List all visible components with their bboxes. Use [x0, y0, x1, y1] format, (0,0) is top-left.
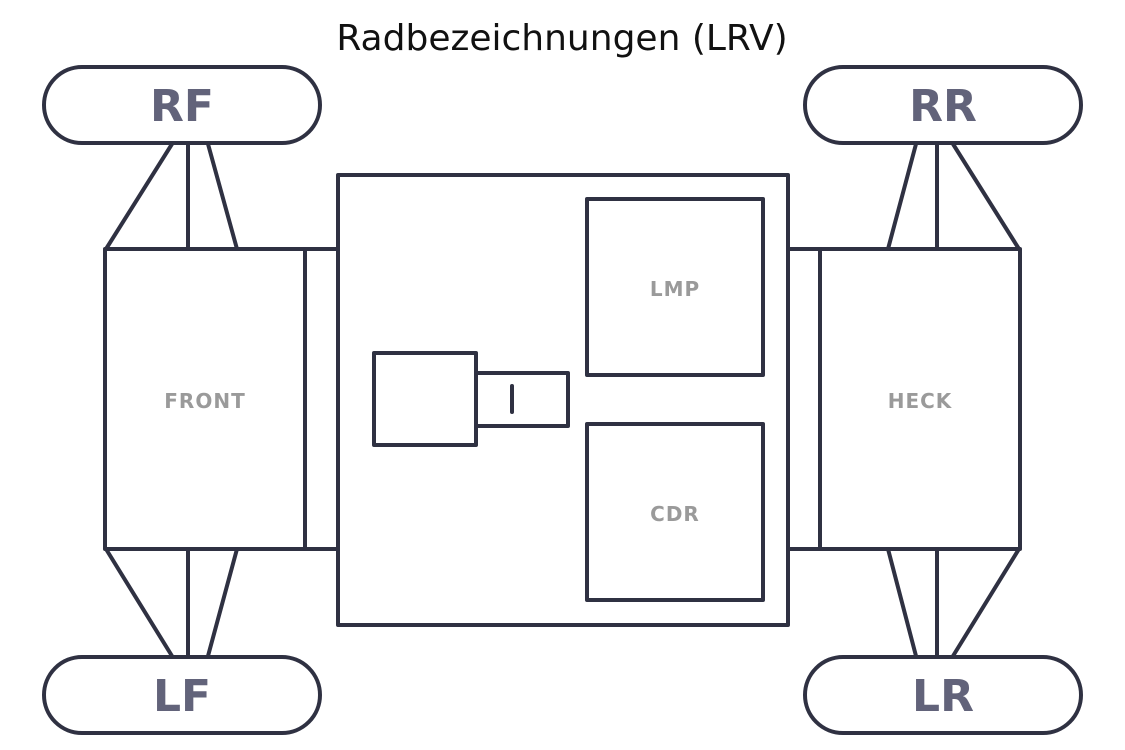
- front-section-label: FRONT: [164, 389, 245, 413]
- console-box: [372, 351, 478, 447]
- chassis-lines: [42, 65, 1083, 735]
- lr-strut-left: [886, 547, 918, 658]
- lr-strut-right: [951, 547, 1021, 658]
- rr-strut-right: [951, 142, 1021, 251]
- rear-section-box: [818, 247, 1022, 551]
- wheel-rf-label: RF: [150, 81, 214, 132]
- lf-strut-left: [104, 547, 174, 658]
- cdr-box: [585, 422, 765, 602]
- lf-strut-right: [206, 547, 239, 658]
- wheel-lr-shape: [803, 655, 1083, 735]
- diagram-title: Radbezeichnungen (LRV): [336, 18, 787, 59]
- wheel-lf-shape: [42, 655, 322, 735]
- front-section-box: [103, 247, 307, 551]
- wheel-lf-label: LF: [153, 671, 211, 722]
- wheel-rr-label: RR: [909, 81, 977, 132]
- rf-strut-left: [104, 142, 174, 251]
- lmp-box: [585, 197, 765, 377]
- cdr-label: CDR: [650, 502, 700, 526]
- rf-strut-right: [206, 142, 239, 251]
- wheel-rf-shape: [42, 65, 322, 145]
- wheel-lr-label: LR: [912, 671, 974, 722]
- lmp-label: LMP: [650, 277, 700, 301]
- rear-section-label: HECK: [888, 389, 953, 413]
- central-body-box: [336, 173, 790, 627]
- console-arm-box: [474, 371, 570, 428]
- wheel-rr-shape: [803, 65, 1083, 145]
- rr-strut-left: [886, 142, 918, 251]
